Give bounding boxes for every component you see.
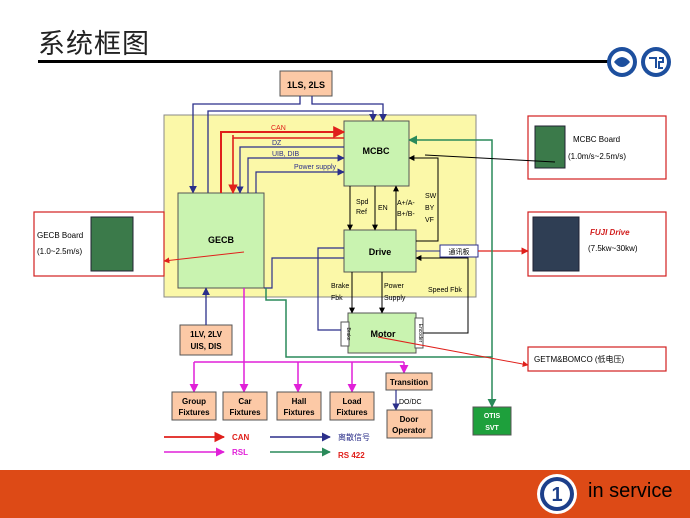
comm-board-label: 通讯板 (449, 247, 470, 256)
signal-ab1: A+/A- (397, 200, 415, 207)
signal-supply: Supply (384, 295, 406, 302)
gecb-board-speed: (1.0~2.5m/s) (37, 247, 82, 256)
otis-svt-label-1: OTIS (484, 413, 501, 420)
door-operator-block (386, 409, 433, 439)
signal-power: Power (384, 283, 405, 290)
fuji-drive-title: FUJI Drive (590, 228, 630, 237)
group-label-2: Fixtures (178, 408, 210, 417)
encoder-vert-label: Encoder (417, 324, 423, 343)
motor-block (347, 312, 417, 354)
getm-callout (527, 346, 667, 372)
signal-speed-fbk: Speed Fbk (428, 287, 462, 294)
signal-dz: DZ (272, 140, 282, 147)
mcbc-board-title: MCBC Board (573, 135, 620, 144)
drive-block (343, 229, 417, 273)
car-label-2: Fixtures (229, 408, 261, 417)
hall-label-1: Hall (292, 397, 307, 406)
otis-150-logo (607, 47, 671, 77)
motor-label: Motor (371, 329, 396, 339)
car-label-1: Car (238, 397, 251, 406)
signal-by: BY (425, 205, 435, 212)
signal-vf: VF (425, 217, 434, 224)
footer-bar (0, 470, 690, 518)
signal-uib-dib: UIB, DIB (272, 151, 300, 158)
gecb-label: GECB (208, 235, 235, 245)
ls-block (279, 70, 333, 97)
service-badge: 1 (537, 474, 577, 514)
door-label-2: Operator (392, 426, 426, 435)
gecb-board-photo (90, 216, 134, 272)
signal-dodc: DO/DC (399, 399, 422, 406)
group-fixtures-block (171, 391, 217, 421)
signal-en: EN (378, 205, 388, 212)
lv-block (179, 324, 233, 356)
otis-svt-block (472, 406, 512, 436)
service-number: 1 (551, 484, 562, 506)
lv-label-2: UIS, DIS (190, 342, 222, 351)
otis-svt-label-2: SVT (485, 425, 499, 432)
service-text: in service (588, 480, 673, 502)
signal-brake: Brake (331, 283, 349, 290)
page-title: 系统框图 (38, 29, 150, 60)
fuji-drive-photo (532, 216, 580, 272)
signal-power-supply: Power supply (294, 164, 337, 171)
brake-vert-label: Brake (345, 327, 351, 340)
mcbc-label: MCBC (363, 146, 390, 156)
hall-label-2: Fixtures (283, 408, 315, 417)
title-rule (38, 60, 608, 63)
signal-can: CAN (271, 125, 286, 132)
legend-rsl: RSL (232, 448, 248, 457)
door-label-1: Door (400, 415, 419, 424)
transition-label: Transition (390, 378, 428, 387)
load-label-2: Fixtures (336, 408, 368, 417)
signal-ref: Ref (356, 209, 367, 216)
signal-sw: SW (425, 193, 437, 200)
legend-can: CAN (232, 433, 250, 442)
system-diagram: 1LS, 2LS MCBC GECB CAN DZ UIB, DIB Power… (33, 70, 667, 460)
transition-block (385, 372, 433, 391)
mcbc-board-speed: (1.0m/s~2.5m/s) (568, 152, 626, 161)
signal-spd: Spd (356, 199, 369, 206)
drive-label: Drive (369, 247, 392, 257)
lv-label-1: 1LV, 2LV (190, 330, 223, 339)
mcbc-block (343, 120, 410, 187)
hall-fixtures-block (276, 391, 322, 421)
getm-label: GETM&BOMCO (低电压) (534, 354, 625, 364)
load-label-1: Load (342, 397, 361, 406)
signal-ab2: B+/B- (397, 211, 415, 218)
legend-rs422: RS 422 (338, 451, 365, 460)
signal-fbk: Fbk (331, 295, 343, 302)
group-label-1: Group (182, 397, 206, 406)
car-fixtures-block (222, 391, 268, 421)
gecb-board-title: GECB Board (37, 231, 83, 240)
load-fixtures-block (329, 391, 375, 421)
ls-label: 1LS, 2LS (287, 80, 325, 90)
legend-discrete: 离散信号 (338, 432, 370, 442)
fuji-drive-power: (7.5kw~30kw) (588, 244, 638, 253)
brake-tag (340, 321, 350, 347)
